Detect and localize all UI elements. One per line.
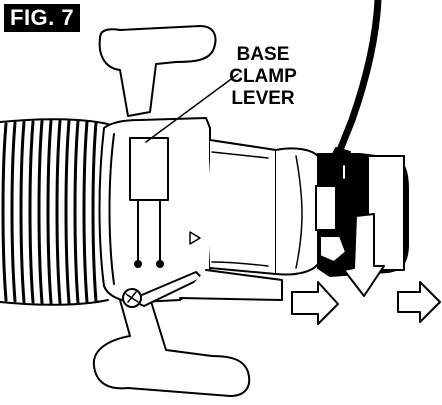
callout-leader-line: [145, 73, 239, 143]
bottom-handle: [92, 297, 251, 397]
collar-ring: [275, 147, 319, 276]
right-arrow-icon-2: [397, 281, 441, 323]
base-clamp-lever: [122, 137, 203, 308]
top-handle: [98, 25, 217, 117]
right-arrow-icon-1: [291, 281, 339, 325]
corrugated-hose: [0, 118, 109, 306]
base-clamp-lever-callout: BASE CLAMP LEVER: [218, 44, 308, 110]
slide-direction-arrows: [291, 281, 441, 325]
power-cord: [329, 0, 382, 165]
figure-label: FIG. 7: [4, 4, 81, 32]
down-arrow-icon: [343, 213, 385, 297]
callout-line-2: CLAMP: [229, 66, 297, 87]
callout-line-1: BASE: [236, 44, 290, 65]
slide-rail: [179, 269, 283, 301]
main-housing: [98, 117, 277, 303]
alignment-arrow-marker: [189, 231, 201, 245]
callout-line-3: LEVER: [231, 88, 295, 109]
